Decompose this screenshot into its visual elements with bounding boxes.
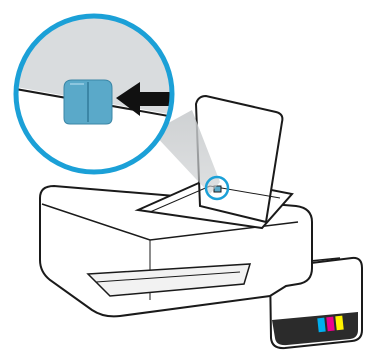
- magnified-callout: [10, 10, 188, 180]
- paper-width-guide: [64, 80, 112, 124]
